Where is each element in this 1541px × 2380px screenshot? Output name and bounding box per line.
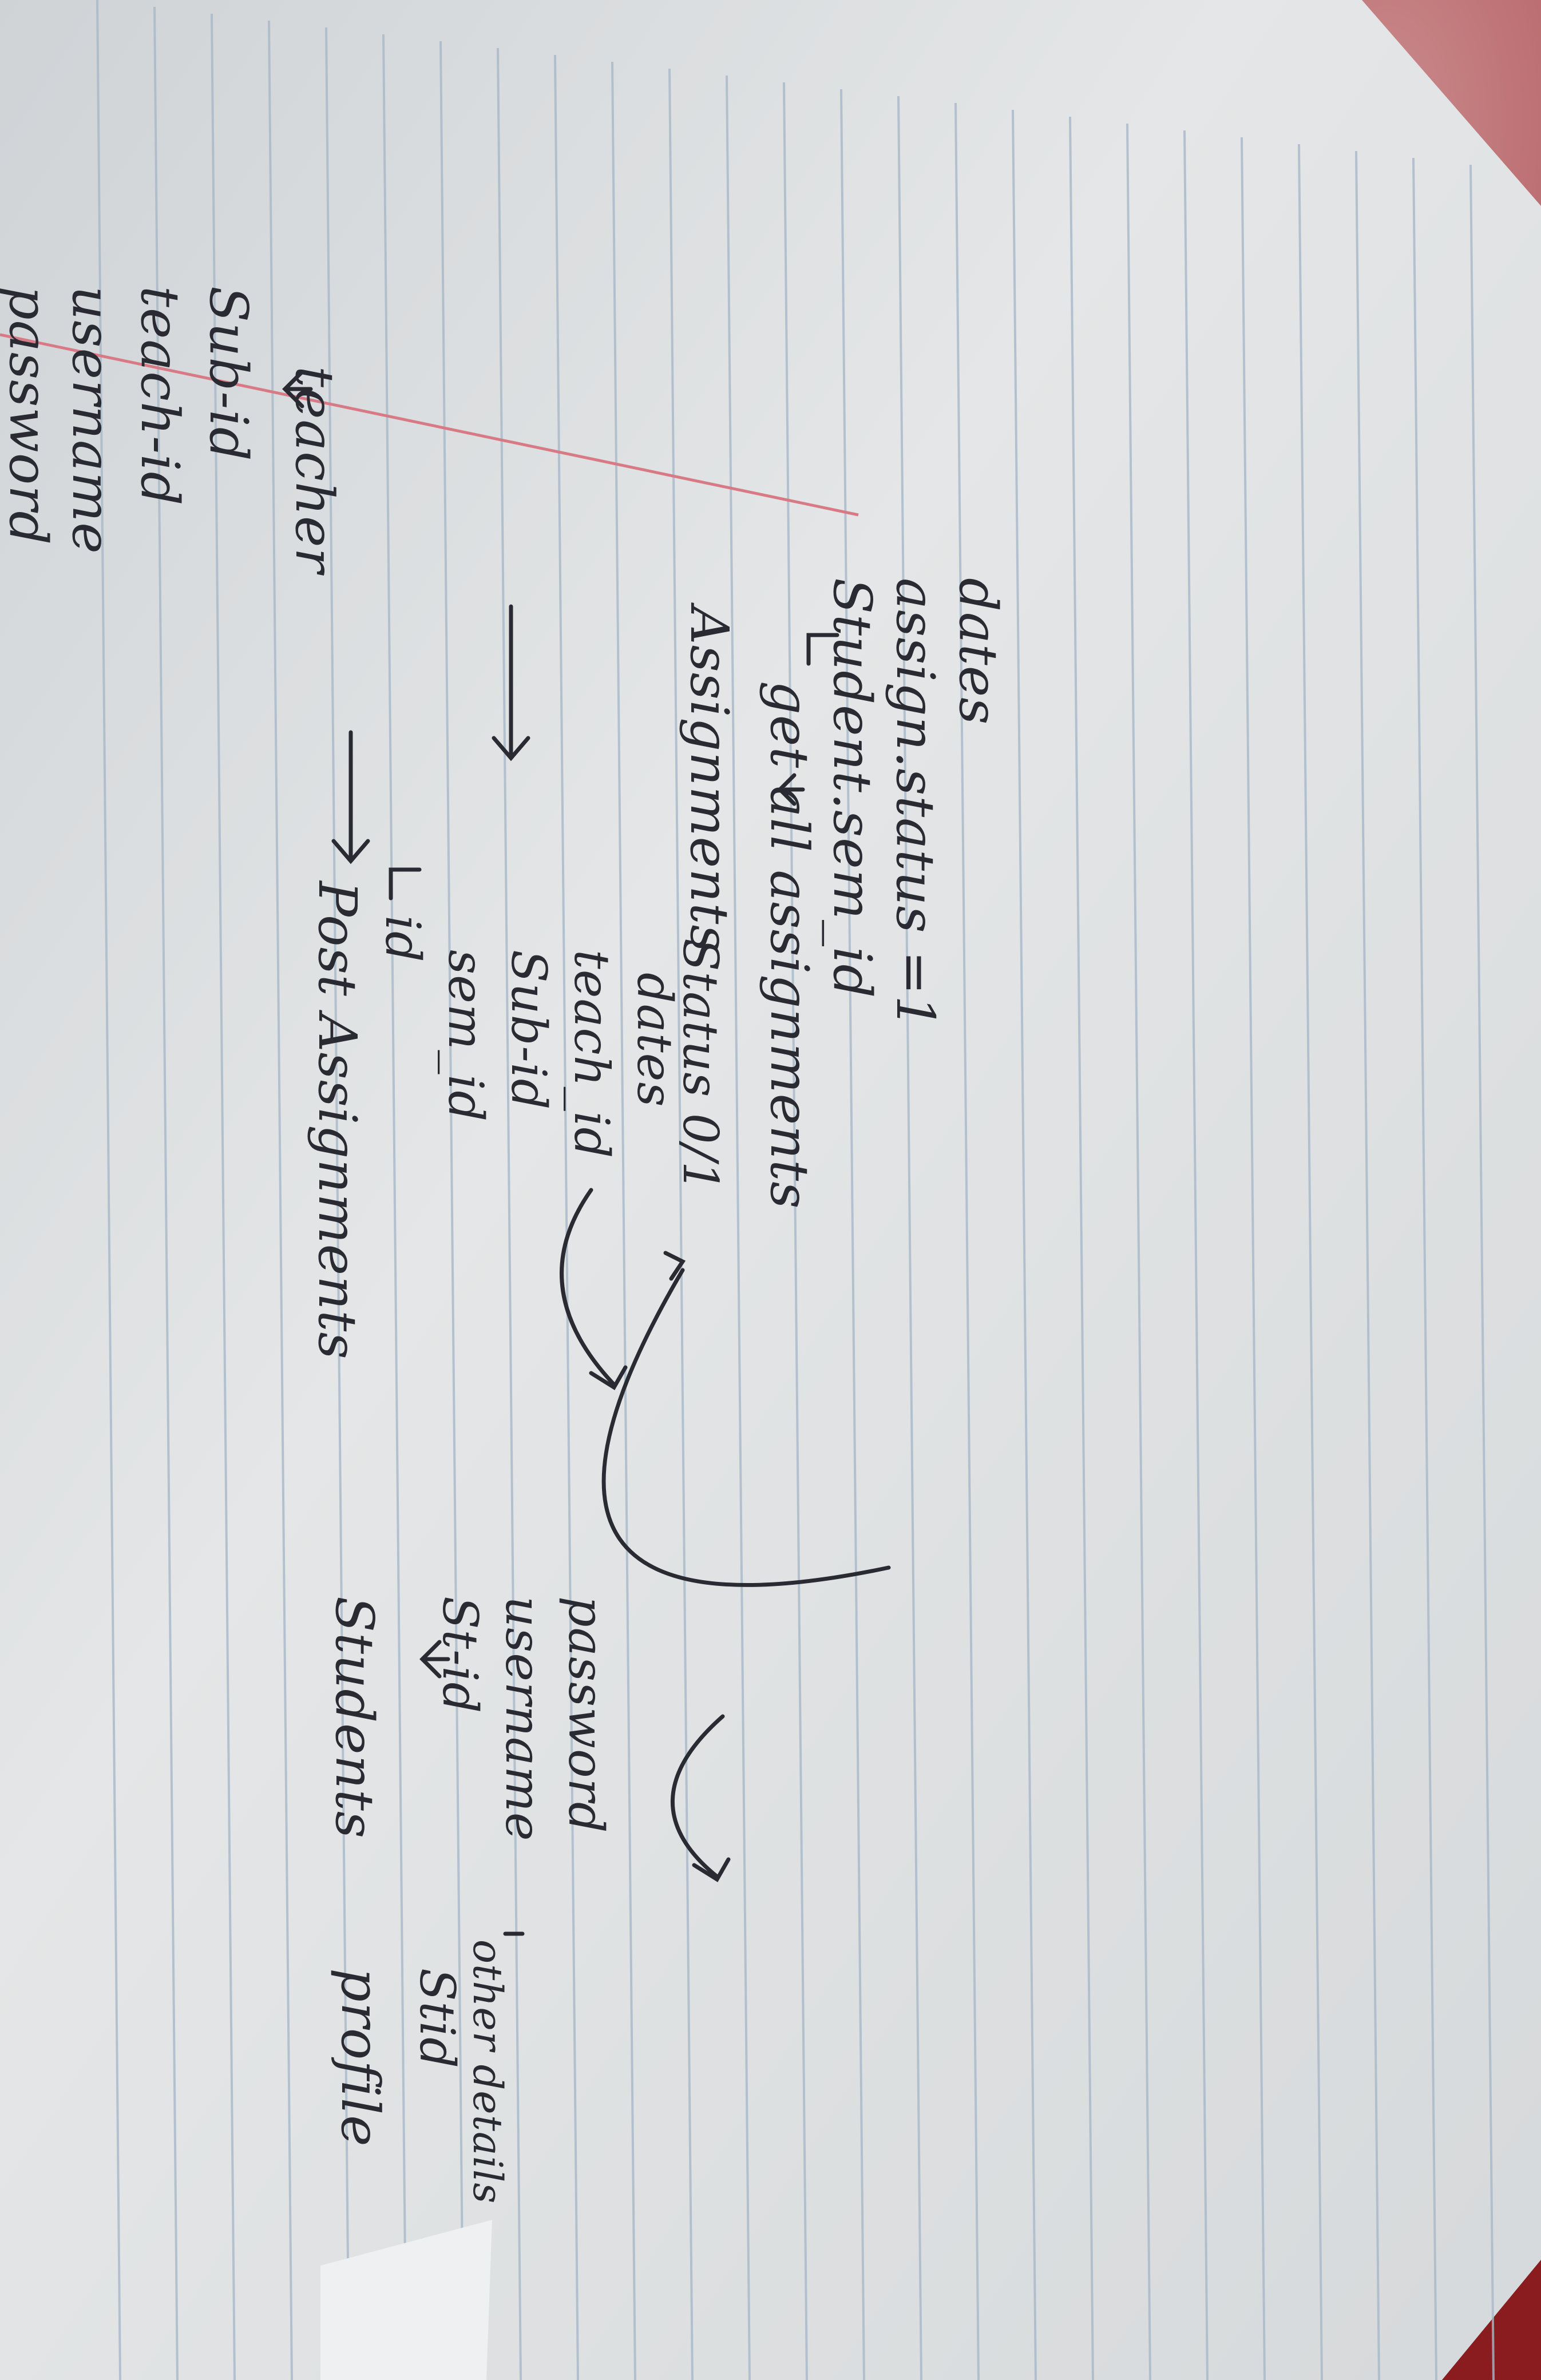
teacher-heading: teacher	[284, 366, 345, 574]
query-assign-status: assign.status =1	[885, 578, 946, 1030]
rule-line	[1298, 144, 1323, 2380]
rule-line	[211, 13, 236, 2380]
assignments-heading: Assignments	[679, 606, 740, 953]
rule-line	[153, 6, 179, 2380]
profile-field-other: other details	[464, 1939, 511, 2204]
rule-line	[439, 41, 465, 2380]
rule-line	[1069, 116, 1094, 2380]
rule-line	[96, 0, 121, 2380]
get-all-assignments: get all assignments	[759, 681, 820, 1209]
rule-line	[726, 75, 751, 2380]
teacher-field-subid: Sub-id	[198, 286, 259, 462]
rule-line	[897, 96, 922, 2380]
post-field-semid: sem_id	[438, 950, 494, 1122]
rule-line	[1126, 123, 1151, 2380]
rule-line	[611, 61, 636, 2380]
rule-line	[497, 47, 522, 2380]
teacher-field-username: username	[61, 286, 122, 554]
rule-line	[1183, 130, 1209, 2380]
student-field-stid: St-id	[432, 1596, 488, 1714]
profile-field-stid: Stid	[409, 1968, 465, 2069]
arrow-stid-profile	[671, 1714, 725, 1879]
rule-line	[382, 34, 407, 2380]
paper-scrap	[320, 2220, 492, 2380]
rule-line	[1412, 157, 1437, 2380]
post-field-status: Status 0/1	[672, 938, 728, 1193]
teacher-field-teachid: teach-id	[129, 286, 191, 506]
rule-line	[268, 20, 293, 2380]
rule-line	[554, 54, 579, 2380]
profile-heading: profile	[330, 1968, 391, 2147]
teacher-field-password: password	[0, 286, 59, 546]
margin-line	[0, 333, 859, 517]
arrow-status-getall	[601, 1268, 891, 1587]
query-dates: dates	[948, 578, 1009, 725]
rule-line	[668, 68, 694, 2380]
students-heading: Students	[324, 1596, 385, 1839]
rule-line	[954, 102, 980, 2380]
post-assignments-heading: Post Assignments	[307, 881, 368, 1360]
student-field-password: password	[558, 1596, 614, 1834]
hook-assignments	[806, 633, 839, 666]
query-student-semid: Student.sem_id	[822, 578, 883, 999]
rule-line	[840, 89, 865, 2380]
hook-id	[389, 867, 422, 901]
rule-line	[1355, 150, 1380, 2380]
rule-line	[325, 27, 350, 2380]
post-field-subid: Sub-id	[501, 950, 557, 1110]
rule-line	[1012, 109, 1037, 2380]
rule-line	[1469, 164, 1495, 2380]
arrow-semid-stid	[560, 1188, 616, 1387]
rule-line	[783, 82, 808, 2380]
post-field-teachid: teach_id	[564, 950, 620, 1159]
post-field-id: id	[375, 915, 431, 963]
student-field-username: username	[495, 1596, 551, 1842]
fabric-corner	[1442, 2260, 1541, 2380]
rule-line	[1241, 137, 1266, 2380]
ruled-lines	[96, 0, 1495, 2380]
